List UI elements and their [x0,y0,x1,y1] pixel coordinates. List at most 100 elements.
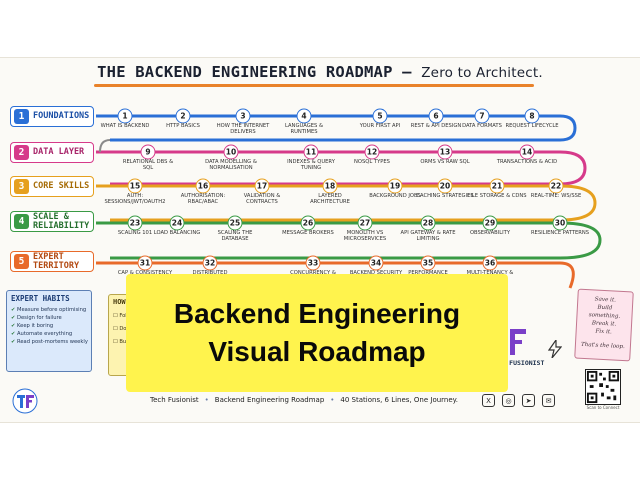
habit-item: Design for failure [11,314,87,322]
line-1-track [96,114,577,142]
banner-line-1: Backend Engineering [173,298,461,329]
station-label: HTTP BASICS [166,123,200,129]
station-33[interactable]: 33 [305,255,321,271]
station-12[interactable]: 12 [364,144,380,160]
station-label: CAP & CONSISTENCY [117,270,173,276]
station-label: HOW THE INTERNET DELIVERS [216,123,270,135]
station-15[interactable]: 15 [127,178,143,194]
station-35[interactable]: 35 [420,255,436,271]
email-icon[interactable]: ✉ [542,394,555,407]
station-label: SCALING 101 [117,230,153,236]
habit-item: Measure before optimising [11,306,87,314]
station-11[interactable]: 11 [303,144,319,160]
station-label: YOUR FIRST API [359,123,401,129]
station-label: BACKEND SECURITY [349,270,403,276]
station-label: TRANSACTIONS & ACID [496,159,558,165]
station-label: INDEXES & QUERY TUNING [287,159,335,171]
video-title-banner: Backend Engineering Visual Roadmap [126,274,508,392]
station-22[interactable]: 22 [548,178,564,194]
station-26[interactable]: 26 [300,215,316,231]
expert-habits-note: EXPERT HABITS Measure before optimising … [6,290,92,372]
station-27[interactable]: 27 [357,215,373,231]
station-label: DATA FORMATS [462,123,502,129]
station-9[interactable]: 9 [140,144,156,160]
station-1[interactable]: 1 [117,108,133,124]
station-label: BACKGROUND JOBS [369,193,421,199]
station-13[interactable]: 13 [437,144,453,160]
station-32[interactable]: 32 [202,255,218,271]
line-2-track [96,150,587,186]
qr-code[interactable] [585,369,621,405]
station-34[interactable]: 34 [368,255,384,271]
habit-item: Automate everything [11,330,87,338]
station-6[interactable]: 6 [428,108,444,124]
line-5-track [96,261,575,289]
station-label: REAL-TIME: WS/SSE [530,193,582,199]
station-label: VALIDATION & CONTRACTS [243,193,281,205]
station-19[interactable]: 19 [387,178,403,194]
station-label: CACHING STRATEGIES [416,193,474,199]
station-label: AUTH: SESSIONS/JWT/OAUTH2 [104,193,166,205]
telegram-icon[interactable]: ➤ [522,394,535,407]
station-label: REST & API DESIGN [410,123,462,129]
station-31[interactable]: 31 [137,255,153,271]
station-10[interactable]: 10 [223,144,239,160]
station-label: LANGUAGES & RUNTIMES [285,123,323,135]
station-label: MESSAGE BROKERS [282,230,334,236]
station-label: SCALING THE DATABASE [217,230,253,242]
line-3-track [96,184,597,222]
station-30[interactable]: 30 [552,215,568,231]
instagram-icon[interactable]: ◎ [502,394,515,407]
station-label: WHAT IS BACKEND [100,123,150,129]
station-5[interactable]: 5 [372,108,388,124]
station-29[interactable]: 29 [482,215,498,231]
station-23[interactable]: 23 [127,215,143,231]
station-label: FILE STORAGE & CDNs [467,193,527,199]
station-18[interactable]: 18 [322,178,338,194]
habit-item: Keep it boring [11,322,87,330]
metro-lines [96,114,602,289]
line-4-track [96,221,602,260]
loop-note: Save it. Build something. Break it. Fix … [574,288,634,362]
station-16[interactable]: 16 [195,178,211,194]
qr-caption: Scan to Connect [586,405,620,410]
footer-logo [12,388,38,414]
station-label: NoSQL TYPES [354,159,390,165]
station-21[interactable]: 21 [489,178,505,194]
station-label: AUTHORISATION: RBAC/ABAC [180,193,226,205]
station-label: ORMs vs RAW SQL [420,159,470,165]
station-20[interactable]: 20 [437,178,453,194]
station-8[interactable]: 8 [524,108,540,124]
x-icon[interactable]: X [482,394,495,407]
title-main: THE BACKEND ENGINEERING ROADMAP [97,63,393,81]
station-label: REQUEST LIFECYCLE [505,123,559,129]
station-3[interactable]: 3 [235,108,251,124]
station-36[interactable]: 36 [482,255,498,271]
station-24[interactable]: 24 [169,215,185,231]
habit-item: Read post-mortems weekly [11,338,88,346]
station-label: DATA MODELLING & NORMALISATION [205,159,257,171]
station-4[interactable]: 4 [296,108,312,124]
station-17[interactable]: 17 [254,178,270,194]
title-underline [94,84,534,87]
how-item: Foll [113,310,163,323]
station-25[interactable]: 25 [227,215,243,231]
lightning-icon [548,340,562,358]
station-2[interactable]: 2 [175,108,191,124]
brand-name: TECH FUSIONIST [489,359,545,367]
station-14[interactable]: 14 [519,144,535,160]
station-label: OBSERVABILITY [469,230,511,236]
title-subtitle: Zero to Architect. [421,65,543,81]
station-28[interactable]: 28 [420,215,436,231]
station-7[interactable]: 7 [474,108,490,124]
station-label: MONOLITH vs MICROSERVICES [343,230,387,242]
poster-title: THE BACKEND ENGINEERING ROADMAP — Zero t… [97,63,543,81]
station-label: RESILIENCE PATTERNS [530,230,590,236]
station-label: LAYERED ARCHITECTURE [310,193,350,205]
